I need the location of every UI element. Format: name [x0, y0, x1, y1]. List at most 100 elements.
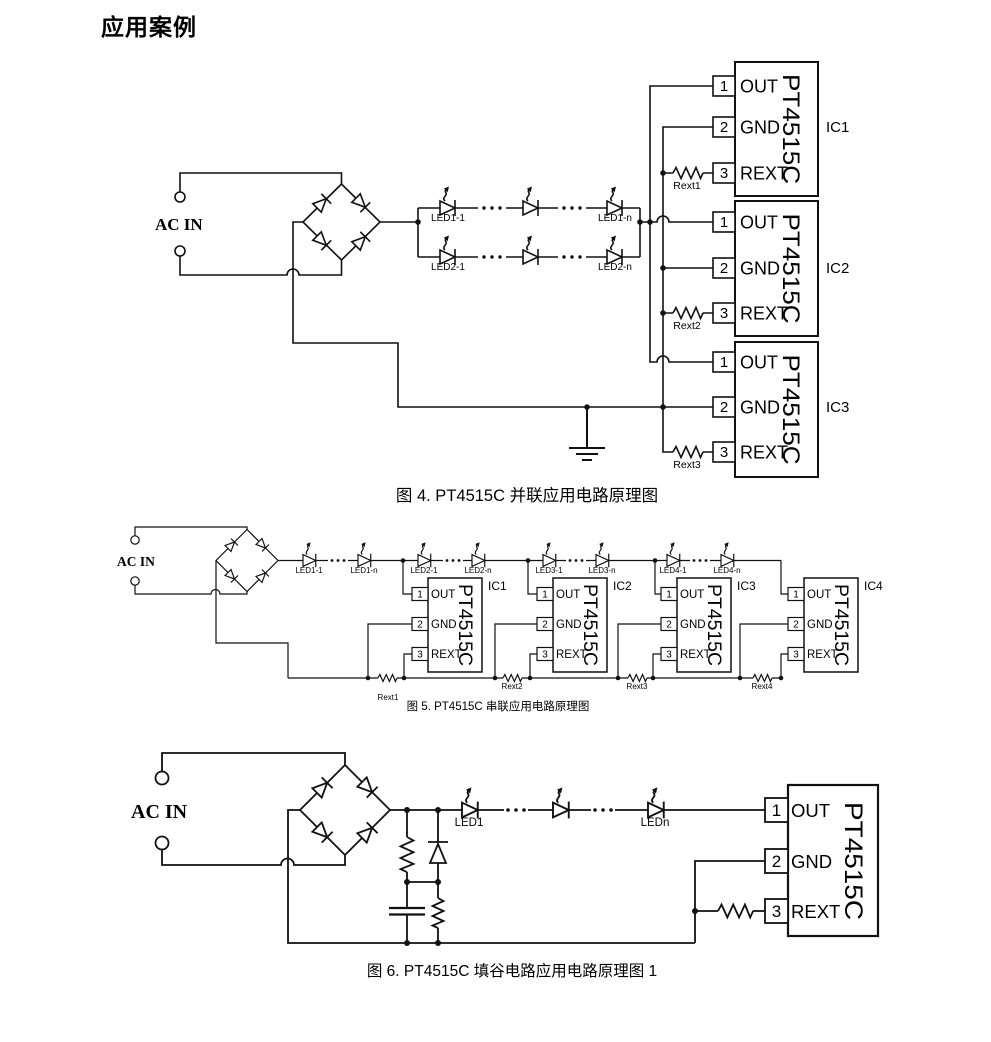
chip-name: PT4515C — [777, 214, 804, 324]
resistor-icon — [672, 306, 704, 320]
led-label: LED4-1 — [659, 566, 687, 575]
bridge-rectifier-icon — [215, 528, 279, 593]
valley-fill-network — [389, 836, 448, 929]
pin-number: 1 — [666, 590, 672, 601]
pin-number: 2 — [720, 260, 728, 277]
led-icon — [357, 541, 372, 568]
chip-name: PT4515C — [579, 584, 600, 666]
resistor-icon — [627, 673, 648, 683]
resistor-label: Rext2 — [673, 320, 701, 332]
pin-number: 2 — [720, 119, 728, 136]
pin-label-out: OUT — [431, 589, 455, 601]
pin-number: 3 — [720, 165, 728, 182]
ic-designator: IC2 — [826, 260, 849, 277]
pin-number: 1 — [720, 214, 728, 231]
chip-name: PT4515C — [839, 802, 867, 920]
chip-name: PT4515C — [777, 74, 804, 184]
pin-label-rext: REXT — [556, 649, 587, 661]
ic-block-ic1: 1 2 3 OUT GND REXT PT4515C IC1 Rext1 — [673, 61, 849, 197]
figure5-series-circuit: AC IN LED1-1 LED1-n LED2-1 LED2-n LED3-1… — [117, 526, 883, 702]
led-label: LED2-n — [464, 566, 491, 575]
junction-dots — [404, 807, 698, 946]
pin-label-gnd: GND — [740, 259, 780, 279]
resistor-label: Rext3 — [627, 682, 648, 691]
led-labels: LED1 LEDn — [455, 817, 670, 829]
chip-name: PT4515C — [454, 584, 475, 666]
pin-number: 3 — [772, 902, 781, 921]
ac-terminal — [130, 535, 140, 545]
pin-label-gnd: GND — [431, 619, 457, 631]
resistor-label: Rext1 — [378, 693, 399, 702]
led-label: LED1-n — [598, 213, 632, 224]
led-label: LED2-n — [598, 262, 632, 273]
led-icon — [720, 541, 735, 568]
led-icon — [439, 185, 456, 217]
junction-dots — [415, 170, 666, 410]
resistor-icon — [672, 445, 704, 459]
led-label: LED3-n — [588, 566, 615, 575]
pin-number: 3 — [417, 650, 423, 661]
ic-designator: IC4 — [864, 579, 883, 593]
ic-designator: IC1 — [826, 119, 849, 136]
figure4-parallel-circuit: AC IN LED1-1 LED1-n LED2-1 LED2-n 1 2 3 … — [155, 61, 849, 478]
pin-label-rext: REXT — [740, 304, 788, 324]
ac-in-label: AC IN — [117, 554, 155, 569]
led-string — [302, 541, 735, 568]
ic-block-ic4: 1 2 3 OUT GND REXT PT4515C IC4 Rext4 — [752, 577, 883, 691]
ic-block-ic2: 1 2 3 OUT GND REXT PT4515C IC2 Rext2 — [502, 577, 632, 691]
pin-number: 1 — [720, 78, 728, 95]
pin-number: 1 — [793, 590, 799, 601]
led-icon — [522, 234, 539, 266]
pin-label-out: OUT — [556, 589, 580, 601]
led-icon — [606, 234, 623, 266]
diode-icon — [428, 841, 448, 864]
led-icon — [542, 541, 557, 568]
ic-block-ic1: 1 2 3 OUT GND REXT PT4515C IC1 Rext1 — [378, 577, 507, 702]
resistor-label: Rext2 — [502, 682, 523, 691]
led-label: LED1-n — [350, 566, 377, 575]
led-icon — [522, 185, 539, 217]
led-label: LED1 — [455, 817, 484, 829]
pin-number: 2 — [542, 620, 548, 631]
pin-label-gnd: GND — [680, 619, 706, 631]
ic-designator: IC3 — [826, 399, 849, 416]
pin-number: 3 — [542, 650, 548, 661]
pin-number: 1 — [417, 590, 423, 601]
pin-label-gnd: GND — [740, 118, 780, 138]
resistor-icon — [717, 903, 755, 919]
led-label: LED1-1 — [431, 213, 465, 224]
ic-block: 1 2 3 OUT GND REXT PT4515C — [764, 783, 880, 938]
pin-label-rext: REXT — [431, 649, 462, 661]
pin-number: 2 — [772, 852, 781, 871]
figure5-caption: 图 5. PT4515C 串联应用电路原理图 — [406, 701, 590, 713]
led-label: LEDn — [641, 817, 670, 829]
resistor-label: Rext4 — [752, 682, 773, 691]
resistor-label: Rext3 — [673, 459, 701, 471]
ac-terminal — [154, 835, 170, 851]
pin-label-gnd: GND — [556, 619, 582, 631]
led-icon — [595, 541, 610, 568]
led-icon — [666, 541, 681, 568]
resistor-icon — [672, 166, 704, 180]
ellipsis-dots — [482, 206, 582, 259]
ac-terminal — [174, 191, 186, 203]
resistor-icon — [377, 673, 398, 683]
led-icon — [552, 786, 570, 820]
ic-designator: IC1 — [488, 579, 507, 593]
pin-number: 1 — [720, 354, 728, 371]
ac-terminal — [130, 576, 140, 586]
led-string — [439, 185, 623, 266]
led-icon — [417, 541, 432, 568]
led-icon — [302, 541, 317, 568]
pin-label-rext: REXT — [740, 164, 788, 184]
chip-name: PT4515C — [777, 355, 804, 465]
ic-block-ic3: 1 2 3 OUT GND REXT PT4515C IC3 Rext3 — [673, 341, 849, 478]
pin-label-out: OUT — [740, 353, 778, 373]
led-labels: LED1-1 LED1-n LED2-1 LED2-n LED3-1 LED3-… — [295, 566, 740, 575]
capacitor-icon — [389, 906, 425, 916]
pin-label-out: OUT — [740, 213, 778, 233]
pin-label-out: OUT — [740, 77, 778, 97]
pin-label-rext: REXT — [791, 901, 840, 922]
led-icon — [471, 541, 486, 568]
